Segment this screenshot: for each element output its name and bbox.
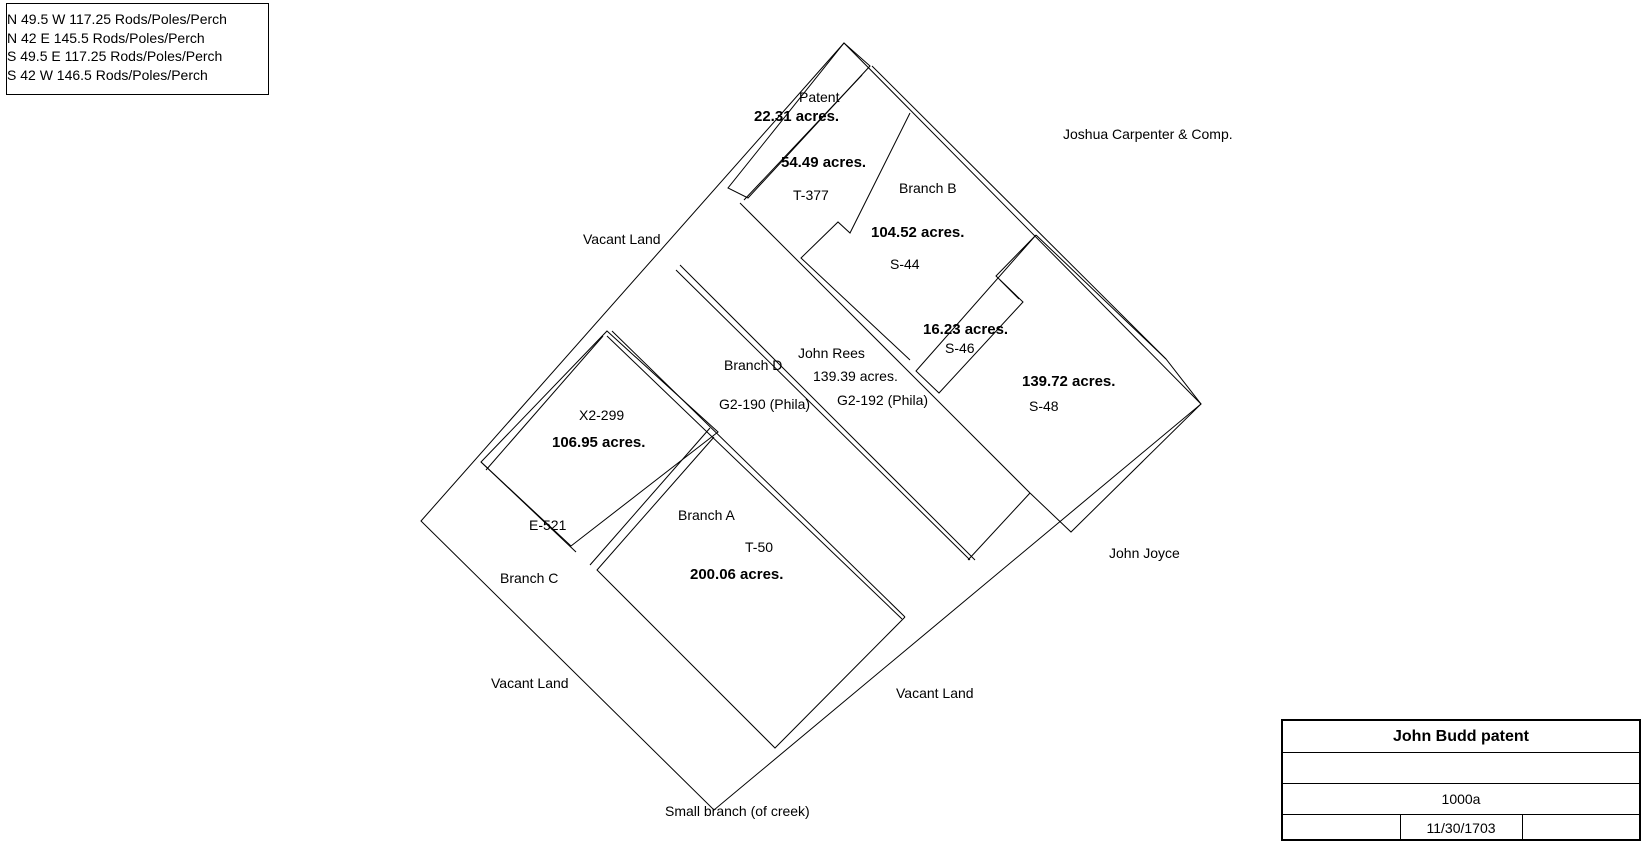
- label-small-branch: Small branch (of creek): [665, 803, 810, 819]
- label-acres-54: 54.49 acres.: [781, 154, 866, 171]
- label-vacant-land-nw: Vacant Land: [583, 231, 661, 247]
- label-s46: S-46: [945, 340, 975, 356]
- title-block: John Budd patent 1000a 11/30/1703: [1281, 719, 1641, 841]
- label-acres-104: 104.52 acres.: [871, 224, 964, 241]
- label-vacant-land-sw: Vacant Land: [491, 675, 569, 691]
- label-x2-299: X2-299: [579, 407, 624, 423]
- title-block-date: 11/30/1703: [1400, 814, 1523, 841]
- label-acres-16: 16.23 acres.: [923, 321, 1008, 338]
- label-branch-d: Branch D: [724, 357, 782, 373]
- parcel-line: [740, 203, 1030, 493]
- label-t50: T-50: [745, 539, 773, 555]
- label-g2-192: G2-192 (Phila): [837, 392, 928, 408]
- label-patent: Patent: [799, 89, 840, 105]
- title-block-title: John Budd patent: [1283, 721, 1639, 753]
- label-branch-c: Branch C: [500, 570, 558, 586]
- title-block-area: 1000a: [1283, 783, 1639, 815]
- parcel-line: [481, 462, 576, 552]
- label-t377: T-377: [793, 187, 829, 203]
- label-joshua-carpenter: Joshua Carpenter & Comp.: [1063, 126, 1233, 142]
- label-e521: E-521: [529, 517, 567, 533]
- title-block-cell: [1522, 814, 1639, 841]
- label-acres-139-72: 139.72 acres.: [1022, 373, 1115, 390]
- label-john-rees: John Rees: [798, 345, 865, 361]
- parcel-line: [968, 493, 1030, 560]
- title-block-cell: [1283, 814, 1401, 841]
- parcel-line: [1000, 280, 1019, 299]
- label-g2-190: G2-190 (Phila): [719, 396, 810, 412]
- label-branch-b: Branch B: [899, 180, 957, 196]
- label-john-joyce: John Joyce: [1109, 545, 1180, 561]
- label-branch-a: Branch A: [678, 507, 735, 523]
- label-acres-200: 200.06 acres.: [690, 566, 783, 583]
- title-block-row: [1283, 752, 1639, 784]
- parcel-line: [872, 66, 1166, 359]
- label-acres-106: 106.95 acres.: [552, 434, 645, 451]
- parcel-branch-a: [597, 437, 905, 748]
- parcel-s46: [916, 235, 1036, 393]
- label-s48: S-48: [1029, 398, 1059, 414]
- label-vacant-land-s: Vacant Land: [896, 685, 974, 701]
- title-block-last-row: 11/30/1703: [1283, 814, 1639, 841]
- label-s44: S-44: [890, 256, 920, 272]
- label-acres-22: 22.31 acres.: [754, 108, 839, 125]
- label-acres-139-39: 139.39 acres.: [813, 368, 898, 384]
